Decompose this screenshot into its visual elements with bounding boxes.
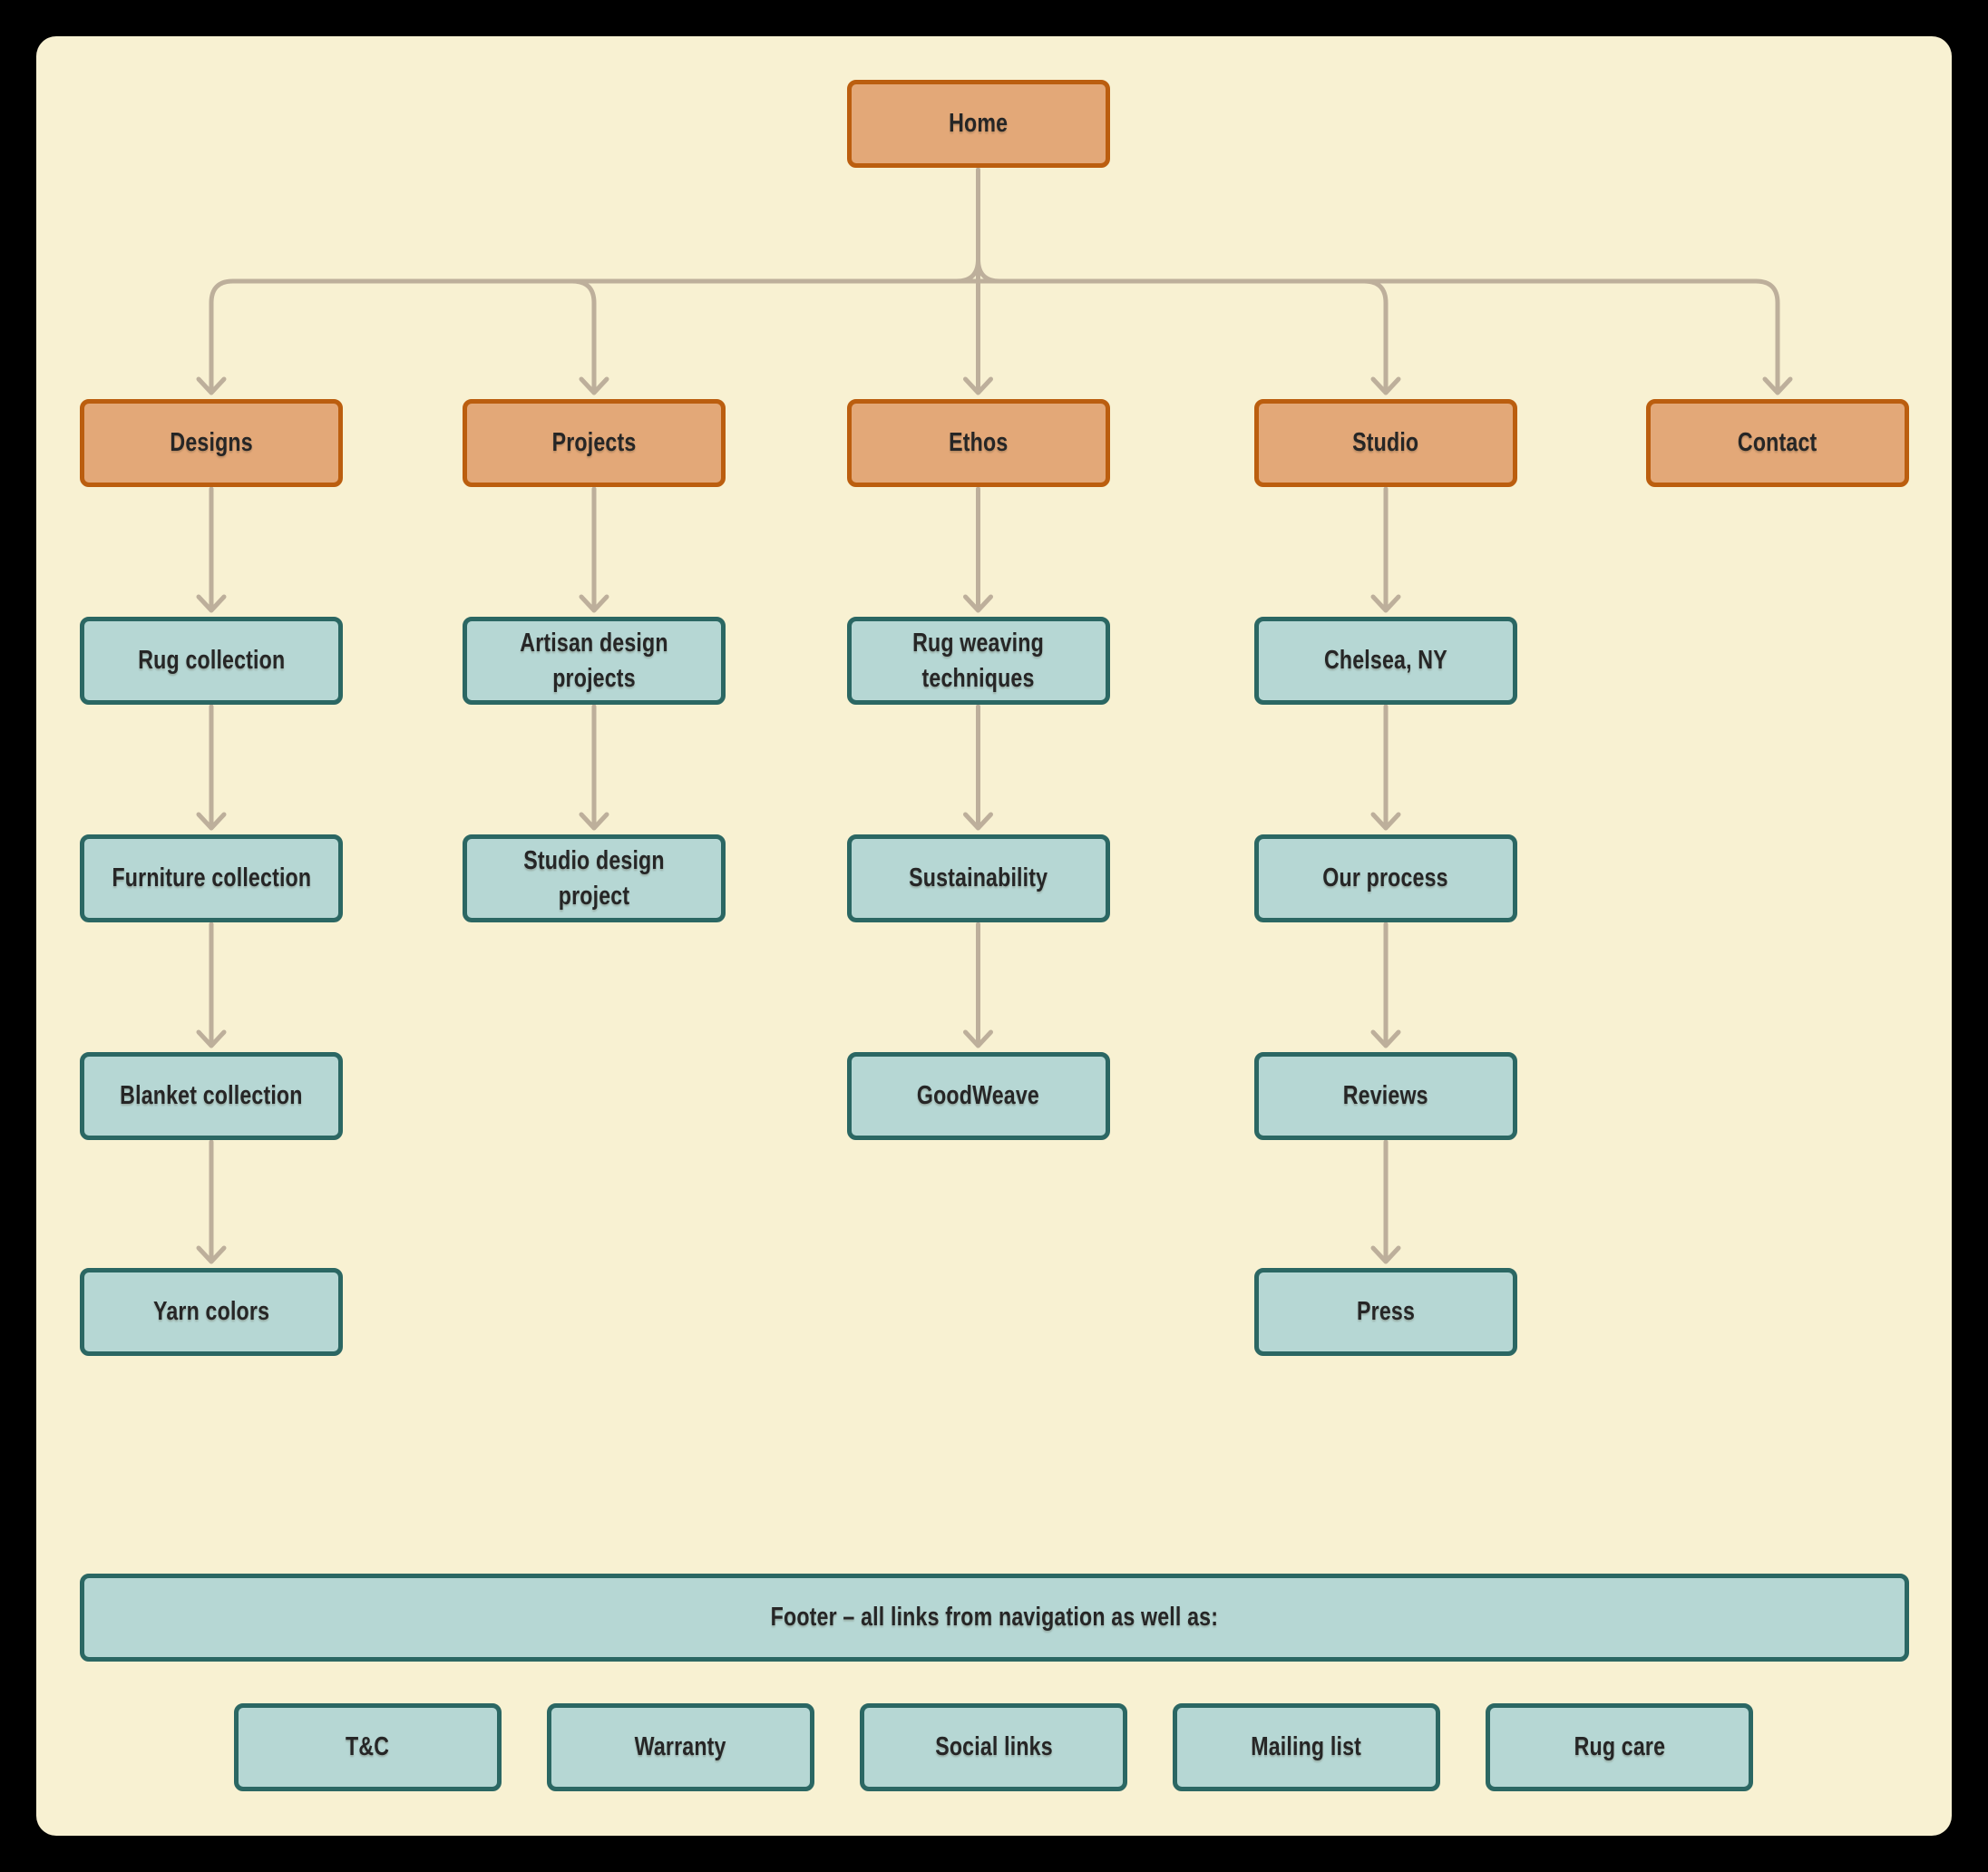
footer-item-t-c[interactable]: T&C: [234, 1703, 502, 1791]
node-home[interactable]: Home: [846, 80, 1110, 168]
node-sustainability[interactable]: Sustainability: [846, 834, 1110, 922]
node-yarn-colors[interactable]: Yarn colors: [80, 1268, 343, 1356]
node-chelsea-ny-label: Chelsea, NY: [1324, 646, 1447, 676]
node-yarn-colors-label: Yarn colors: [152, 1297, 270, 1327]
node-contact[interactable]: Contact: [1646, 399, 1909, 487]
node-rug-weaving-techniques[interactable]: Rug weaving techniques: [846, 617, 1110, 705]
node-blanket-collection[interactable]: Blanket collection: [80, 1052, 343, 1140]
footer-item-social-links-label: Social links: [934, 1732, 1053, 1762]
node-blanket-collection-label: Blanket collection: [120, 1081, 303, 1111]
footer-item-mailing-list[interactable]: Mailing list: [1173, 1703, 1440, 1791]
node-reviews-label: Reviews: [1342, 1081, 1428, 1111]
footer-bar-label: Footer – all links from navigation as we…: [770, 1603, 1219, 1633]
node-rug-collection[interactable]: Rug collection: [80, 617, 343, 705]
footer-item-rug-care-label: Rug care: [1574, 1732, 1665, 1762]
footer-item-social-links[interactable]: Social links: [860, 1703, 1127, 1791]
node-home-label: Home: [948, 109, 1009, 139]
sitemap-canvas: Footer – all links from navigation as we…: [36, 36, 1952, 1836]
footer-item-rug-care[interactable]: Rug care: [1486, 1703, 1753, 1791]
node-furniture-collection[interactable]: Furniture collection: [80, 834, 343, 922]
node-studio[interactable]: Studio: [1254, 399, 1517, 487]
node-rug-collection-label: Rug collection: [137, 646, 286, 676]
node-rug-weaving-techniques-label: Rug weaving techniques: [912, 629, 1044, 693]
node-press-label: Press: [1356, 1297, 1415, 1327]
node-studio-design-project-label: Studio design project: [523, 846, 665, 911]
node-projects-label: Projects: [551, 428, 637, 458]
node-designs[interactable]: Designs: [80, 399, 343, 487]
node-artisan-design-projects-label: Artisan design projects: [520, 629, 668, 693]
node-studio-label: Studio: [1352, 428, 1419, 458]
connector-lines: [196, 167, 1793, 1264]
node-sustainability-label: Sustainability: [908, 863, 1048, 893]
node-ethos-label: Ethos: [948, 428, 1009, 458]
footer-item-mailing-list-label: Mailing list: [1251, 1732, 1362, 1762]
node-studio-design-project[interactable]: Studio design project: [463, 834, 726, 922]
node-our-process[interactable]: Our process: [1254, 834, 1517, 922]
node-our-process-label: Our process: [1322, 863, 1449, 893]
node-ethos[interactable]: Ethos: [846, 399, 1110, 487]
footer-item-warranty[interactable]: Warranty: [547, 1703, 814, 1791]
node-goodweave[interactable]: GoodWeave: [846, 1052, 1110, 1140]
footer-bar[interactable]: Footer – all links from navigation as we…: [80, 1574, 1909, 1662]
node-furniture-collection-label: Furniture collection: [112, 863, 311, 893]
footer-item-warranty-label: Warranty: [634, 1732, 726, 1762]
footer-item-t-c-label: T&C: [346, 1732, 390, 1762]
node-contact-label: Contact: [1738, 428, 1817, 458]
node-reviews[interactable]: Reviews: [1254, 1052, 1517, 1140]
node-press[interactable]: Press: [1254, 1268, 1517, 1356]
node-chelsea-ny[interactable]: Chelsea, NY: [1254, 617, 1517, 705]
node-projects[interactable]: Projects: [463, 399, 726, 487]
node-artisan-design-projects[interactable]: Artisan design projects: [463, 617, 726, 705]
node-goodweave-label: GoodWeave: [916, 1081, 1040, 1111]
node-designs-label: Designs: [170, 428, 253, 458]
